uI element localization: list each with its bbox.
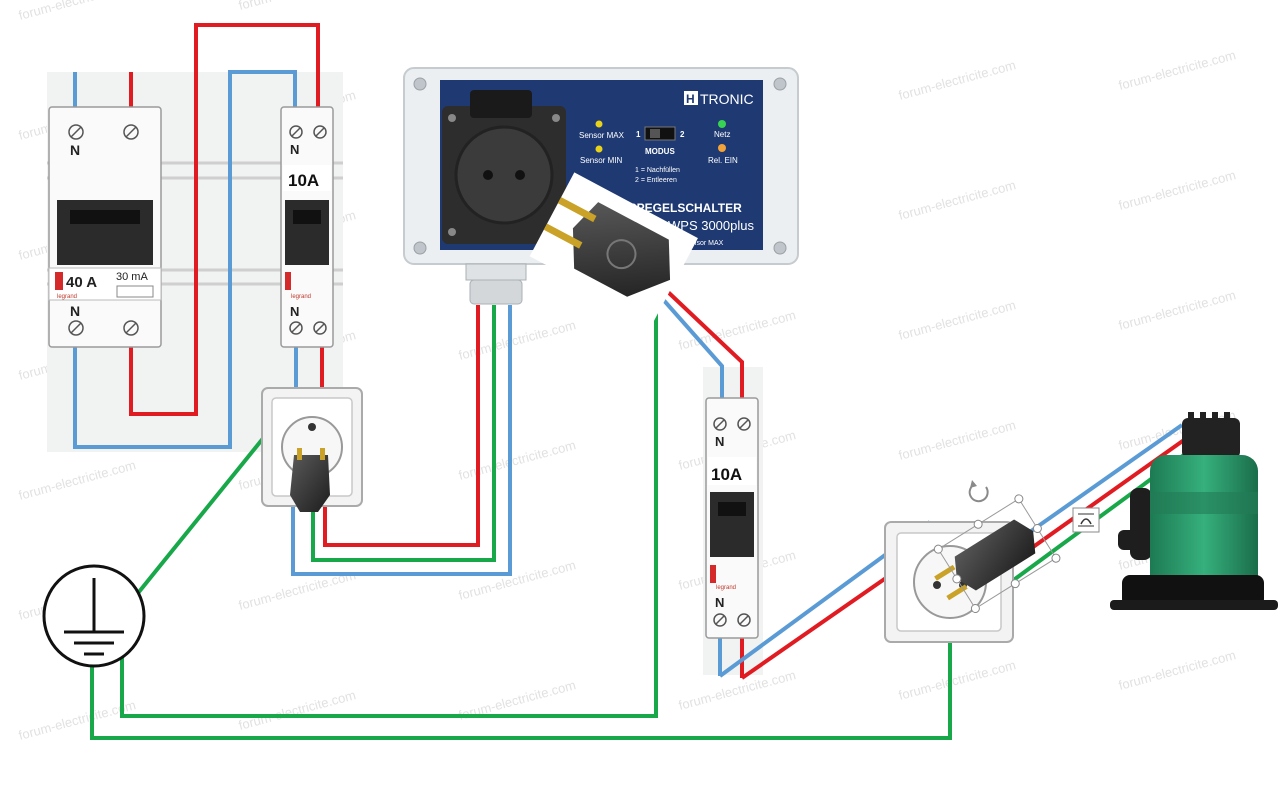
sensor-max-label: Sensor MAX <box>579 131 625 140</box>
switch-pos2: 2 <box>680 130 685 139</box>
earth-wire-controller <box>311 305 496 562</box>
watermark-text: forum-electricite.com <box>897 57 1017 103</box>
terminal-screw <box>737 613 751 627</box>
cable-gland <box>469 279 523 305</box>
terminal-screw <box>68 124 84 140</box>
relay-led <box>718 144 726 152</box>
wires <box>73 23 1190 740</box>
sensor-min-label: Sensor MIN <box>580 156 622 165</box>
terminal-screw <box>737 417 751 431</box>
terminal-screw <box>289 125 303 139</box>
rcd-brand: legrand <box>57 294 77 300</box>
phase-wire-panel <box>129 23 320 416</box>
terminal-screw <box>713 417 727 431</box>
controller-brand: TRONIC <box>700 91 754 107</box>
resize-handle[interactable] <box>1010 578 1021 589</box>
watermark-text: forum-electricite.com <box>17 0 137 23</box>
terminal-screw <box>313 125 327 139</box>
rcd-terminal-top-label: N <box>70 142 80 158</box>
watermark-text: forum-electricite.com <box>457 0 577 3</box>
watermark-text: forum-electricite.com <box>1117 647 1237 693</box>
controller-title: ERPEGELSCHALTER <box>620 201 742 215</box>
mode-desc2: 2 = Entleeren <box>635 177 677 184</box>
rcd-switch: N 40 A 30 mA legrand N <box>48 106 162 348</box>
pump-body <box>1150 455 1258 595</box>
terminal-screw <box>289 321 303 335</box>
breaker-left-rating: 10A <box>288 171 319 190</box>
breaker-right-terminal-bottom-label: N <box>715 595 724 610</box>
netz-label: Netz <box>714 130 730 139</box>
netz-led <box>718 120 726 128</box>
resize-handle[interactable] <box>1032 523 1043 534</box>
watermark-text: forum-electricite.com <box>457 317 577 363</box>
earth-ground-icon <box>42 564 146 668</box>
watermark-text: forum-electricite.com <box>237 687 357 733</box>
watermark-text: forum-electricite.com <box>1117 287 1237 333</box>
breaker-left-brand: legrand <box>291 294 311 300</box>
rcd-terminal-bottom-label: N <box>70 303 80 319</box>
layout-options-icon[interactable] <box>1072 507 1100 533</box>
rotate-handle-icon[interactable] <box>968 480 989 503</box>
watermark-text: forum-electricite.com <box>1117 47 1237 93</box>
breaker-left-toggle <box>285 200 329 265</box>
controller-model: WPS 3000plus <box>668 218 754 233</box>
resize-handle[interactable] <box>1050 553 1061 564</box>
breaker-left: N 10A legrand N <box>280 106 334 348</box>
breaker-right-terminal-top-label: N <box>715 434 724 449</box>
controller-brand-mark: H <box>686 92 695 106</box>
terminal-screw <box>123 320 139 336</box>
rcd-rating: 40 A <box>66 274 97 291</box>
terminal-screw <box>713 613 727 627</box>
breaker-left-terminal-top-label: N <box>290 142 299 157</box>
earth-wire-controller-return <box>120 296 658 718</box>
earth-wire-main <box>90 403 952 740</box>
watermark-text: forum-electricite.com <box>237 0 357 13</box>
watermark-text: forum-electricite.com <box>897 177 1017 223</box>
watermark-text: forum-electricite.com <box>897 657 1017 703</box>
breaker-right: N 10A legrand N <box>705 397 759 639</box>
neutral-wire-controller <box>291 305 512 576</box>
watermark-text: forum-electricite.com <box>1117 167 1237 213</box>
plug-controller <box>529 172 698 323</box>
terminal-screw <box>123 124 139 140</box>
plug-left <box>290 448 330 512</box>
sensor-min-led <box>595 145 603 153</box>
resize-handle[interactable] <box>951 573 962 584</box>
sensor-max-led <box>595 120 603 128</box>
terminal-screw <box>68 320 84 336</box>
submersible-pump <box>1110 412 1278 610</box>
mode-desc1: 1 = Nachfüllen <box>635 167 680 174</box>
switch-pos1: 1 <box>636 130 641 139</box>
rcd-toggle <box>57 200 153 265</box>
watermark-text: forum-electricite.com <box>897 417 1017 463</box>
resize-handle[interactable] <box>970 603 981 614</box>
relay-label: Rel. EIN <box>708 156 738 165</box>
breaker-left-terminal-bottom-label: N <box>290 304 299 319</box>
watermark-text: forum-electricite.com <box>457 437 577 483</box>
terminal-screw <box>313 321 327 335</box>
resize-handle[interactable] <box>933 544 944 555</box>
watermark-text: forum-electricite.com <box>677 307 797 353</box>
resize-handle[interactable] <box>973 519 984 530</box>
wall-socket-left <box>261 387 363 512</box>
neutral-wire-panel <box>73 70 297 449</box>
watermark-text: forum-electricite.com <box>897 297 1017 343</box>
rcd-sensitivity: 30 mA <box>116 271 148 283</box>
breaker-right-toggle <box>710 492 754 557</box>
watermark-text: forum-electricite.com <box>17 457 137 503</box>
breaker-right-brand: legrand <box>716 585 736 591</box>
mode-label: MODUS <box>645 147 675 156</box>
phase-wire-controller <box>323 305 480 547</box>
sensor-bottom-label: Sensor MAX <box>684 240 724 247</box>
plug-pump[interactable] <box>921 493 1062 621</box>
breaker-right-rating: 10A <box>711 465 742 484</box>
resize-handle[interactable] <box>1013 493 1024 504</box>
watermark-text: forum-electricite.com <box>457 557 577 603</box>
